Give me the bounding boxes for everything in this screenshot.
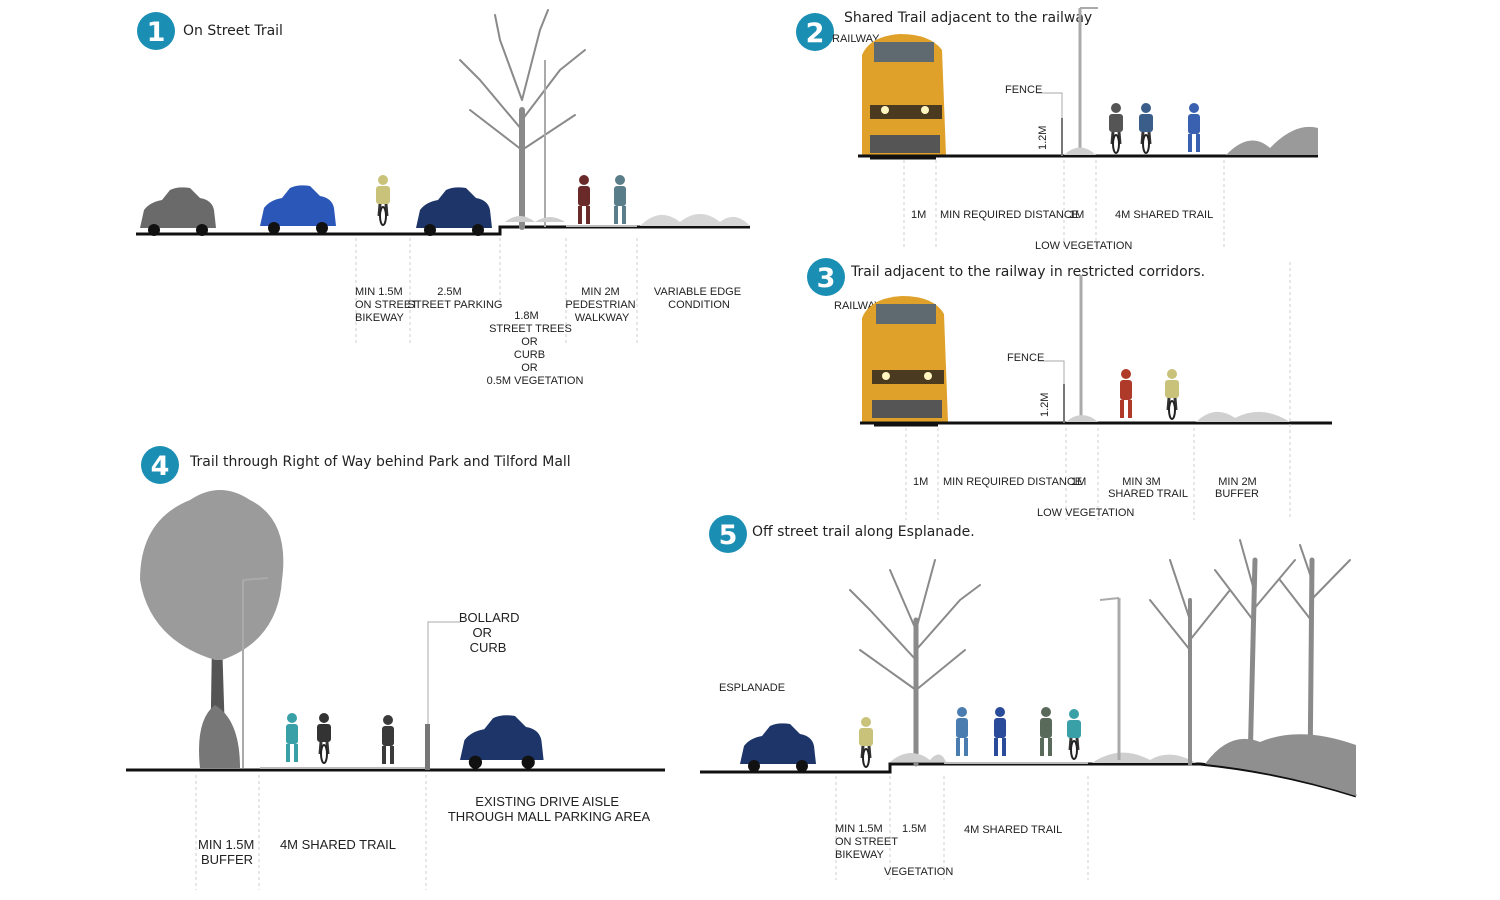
section-2-label-trail: 4M SHARED TRAIL — [1115, 209, 1213, 221]
section-2-title: Shared Trail adjacent to the railway — [844, 10, 1092, 26]
section-4-cyclist-icon — [315, 711, 333, 765]
section-1-blue-car-icon — [260, 185, 336, 234]
section-3-low-vegetation-icon — [1066, 415, 1098, 422]
section-3-cyclist-icon — [1163, 367, 1181, 421]
section-4-light-arm — [242, 577, 269, 581]
section-4-car-icon — [460, 715, 544, 769]
section-3-fence-label: FENCE — [1007, 352, 1044, 364]
section-3-label-1m-b: 1M — [1071, 476, 1086, 488]
section-5-child-cyclist-icon — [1065, 707, 1083, 761]
section-2-train-icon — [862, 34, 946, 155]
section-5-dimension-lines — [835, 776, 1089, 880]
section-3-train-icon — [862, 296, 948, 422]
section-3-label-distance: MIN REQUIRED DISTANCE — [943, 476, 1082, 488]
section-1-label-trees: 1.8M STREET TREES OR CURB OR 0.5M VEGETA… — [487, 310, 584, 387]
section-2-label-1m-b: 1M — [1069, 209, 1084, 221]
section-2-badge — [796, 13, 834, 51]
section-5-label-veg: 1.5M — [902, 823, 926, 835]
section-2-cyclist-1-icon — [1107, 101, 1125, 155]
section-3-badge — [807, 258, 845, 296]
section-5-tree-icon — [849, 559, 981, 767]
section-5: 5 Off street trail along Esplanade. ESPL… — [700, 515, 1357, 880]
section-2: 2 Shared Trail adjacent to the railway R… — [796, 7, 1318, 252]
section-1-grey-car-icon — [140, 187, 216, 236]
section-4-bollard-leader — [427, 621, 460, 724]
section-3-label-buffer: MIN 2M BUFFER — [1215, 476, 1260, 500]
section-2-low-vegetation-icon — [1064, 147, 1096, 155]
section-4-dimension-lines — [195, 775, 427, 890]
section-5-pedestrian-icon — [1040, 707, 1052, 756]
section-1-label-walkway: MIN 2M PEDESTRIAN WALKWAY — [565, 286, 638, 324]
section-2-number: 2 — [806, 18, 825, 49]
section-3-fence-leader — [1038, 360, 1065, 384]
section-4-wheelchair-user-icon — [382, 715, 394, 764]
section-1-dimension-lines — [355, 238, 638, 345]
section-1: 1 On Street Trail MIN 1.5M ON STREET BIK — [136, 9, 750, 387]
section-5-cyclist-icon — [857, 715, 875, 769]
section-4-title: Trail through Right of Way behind Park a… — [189, 454, 571, 470]
section-1-ground-line — [136, 225, 750, 236]
section-2-fence-leader — [1036, 92, 1063, 118]
section-1-edge-vegetation-icon — [640, 214, 750, 226]
section-2-skater-icon — [1188, 103, 1200, 152]
section-3-buffer-vegetation-icon — [1196, 411, 1290, 422]
section-5-badge — [709, 515, 747, 553]
section-3-skater-icon — [1120, 369, 1132, 418]
section-1-tree-icon — [459, 9, 586, 230]
section-3-number: 3 — [817, 263, 836, 294]
section-1-pedestrian-stroller-icon — [578, 175, 590, 224]
section-5-number: 5 — [719, 520, 738, 551]
section-3-dimension-lines — [905, 262, 1291, 520]
section-5-esplanade-label: ESPLANADE — [719, 682, 785, 694]
section-4-tree-icon — [140, 490, 284, 768]
section-5-skater-icon — [994, 707, 1006, 756]
section-5-ground-line — [700, 762, 1357, 798]
section-5-title: Off street trail along Esplanade. — [752, 524, 975, 540]
section-5-car-icon — [740, 723, 816, 772]
section-2-fence-height: 1.2M — [1037, 126, 1049, 150]
section-5-tree-grove-icon — [1149, 539, 1356, 796]
section-4-adaptive-cyclist-icon — [286, 713, 298, 762]
section-2-label-distance: MIN REQUIRED DISTANCE — [940, 209, 1079, 221]
section-1-label-bikeway: MIN 1.5M ON STREET BIKEWAY — [355, 286, 421, 324]
section-4-bollard-label: BOLLARD OR CURB — [459, 610, 523, 655]
section-3-fence-height: 1.2M — [1039, 393, 1051, 417]
section-1-pedestrian-icon — [614, 175, 626, 224]
section-3-label-lowveg: LOW VEGETATION — [1037, 507, 1134, 519]
section-2-railway-label: RAILWAY — [832, 33, 880, 45]
section-4-label-trail: 4M SHARED TRAIL — [280, 837, 396, 852]
section-2-label-1m-a: 1M — [911, 209, 926, 221]
section-3-title: Trail adjacent to the railway in restric… — [850, 264, 1205, 280]
section-2-fence-label: FENCE — [1005, 84, 1042, 96]
section-5-label-bikeway: MIN 1.5M ON STREET BIKEWAY — [835, 823, 901, 861]
section-1-label-parking: 2.5M STREET PARKING — [408, 286, 503, 311]
section-3-label-1m-a: 1M — [913, 476, 928, 488]
section-2-edge-vegetation-icon — [1226, 126, 1318, 155]
section-5-light-arm — [1099, 597, 1120, 601]
section-4-number: 4 — [151, 451, 170, 482]
section-1-dark-car-icon — [416, 187, 492, 236]
section-5-vegetation-icon — [1092, 752, 1196, 763]
section-5-label-trail: 4M SHARED TRAIL — [964, 824, 1062, 836]
section-2-label-lowveg: LOW VEGETATION — [1035, 240, 1132, 252]
section-1-cyclist-icon — [374, 173, 392, 227]
section-5-label-vegetation: VEGETATION — [884, 866, 953, 878]
section-1-title: On Street Trail — [183, 23, 283, 39]
section-3: 3 Trail adjacent to the railway in restr… — [807, 258, 1332, 520]
section-4-bollard-icon — [425, 724, 430, 770]
section-1-label-edge: VARIABLE EDGE CONDITION — [654, 286, 744, 311]
section-3-label-trail: MIN 3M SHARED TRAIL — [1108, 476, 1188, 500]
section-1-number: 1 — [147, 17, 166, 48]
section-4-badge — [141, 446, 179, 484]
section-5-pedestrian-stroller-icon — [956, 707, 968, 756]
section-4-label-aisle: EXISTING DRIVE AISLE THROUGH MALL PARKIN… — [448, 794, 651, 824]
section-4-label-buffer: MIN 1.5M BUFFER — [198, 837, 258, 867]
section-4: 4 Trail through Right of Way behind Park… — [126, 446, 665, 890]
section-1-badge — [137, 12, 175, 50]
section-2-cyclist-2-icon — [1137, 101, 1155, 155]
section-2-dimension-lines — [903, 160, 1225, 250]
